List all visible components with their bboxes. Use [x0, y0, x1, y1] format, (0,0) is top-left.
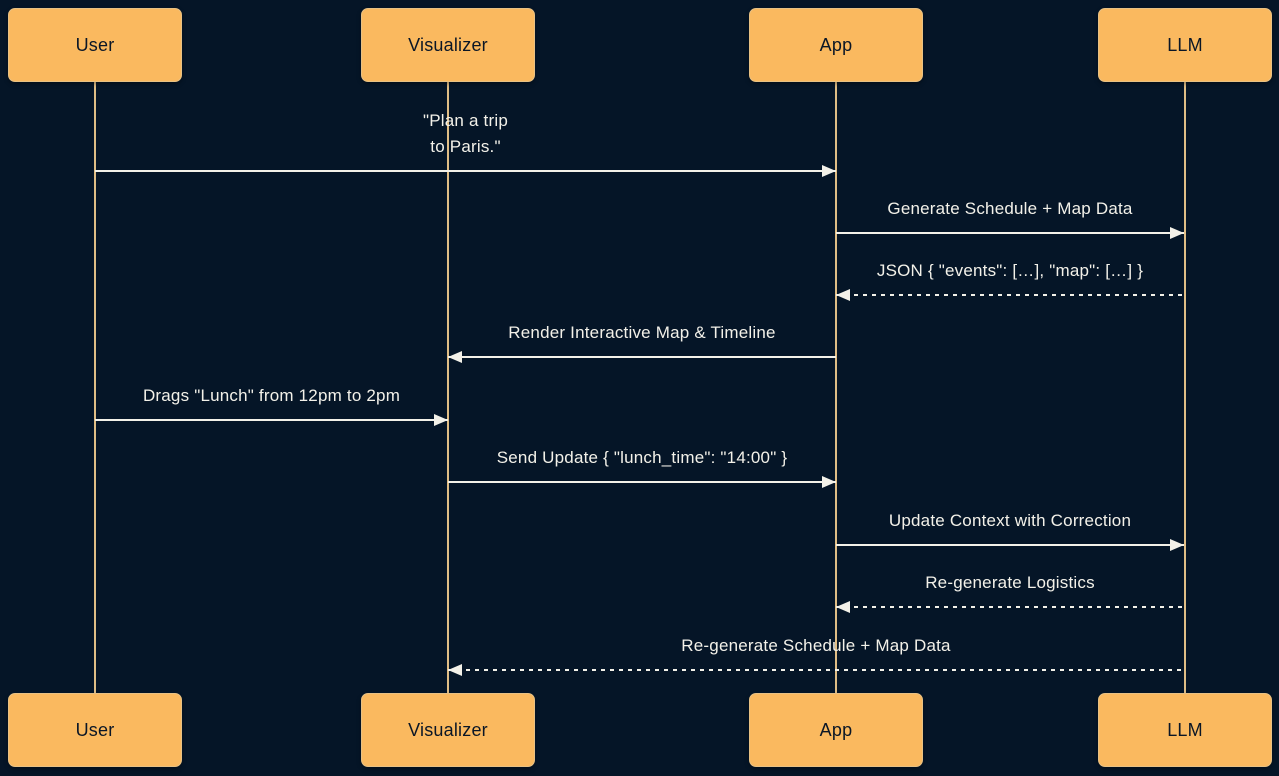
- arrowhead-right-icon: [822, 476, 836, 488]
- lifeline-visualizer: [447, 82, 449, 693]
- actor-box-llm-top: LLM: [1098, 8, 1272, 82]
- message-label: "Plan a trip to Paris.": [423, 111, 508, 156]
- actor-label: Visualizer: [408, 34, 488, 55]
- arrowhead-left-icon: [836, 601, 850, 613]
- lifeline-user: [94, 82, 96, 693]
- message-label: Update Context with Correction: [888, 511, 1132, 530]
- lifeline-llm: [1184, 82, 1186, 693]
- message-line: [448, 356, 836, 358]
- message-label: Re-generate Schedule + Map Data: [681, 636, 951, 655]
- actor-box-app-top: App: [749, 8, 923, 82]
- arrowhead-left-icon: [448, 351, 462, 363]
- actor-box-app-bottom: App: [749, 693, 923, 767]
- arrowhead-right-icon: [822, 165, 836, 177]
- actor-label: App: [819, 34, 853, 55]
- actor-box-llm-bottom: LLM: [1098, 693, 1272, 767]
- actor-label: Visualizer: [408, 719, 488, 740]
- actor-label: User: [75, 719, 115, 740]
- lifeline-app: [835, 82, 837, 693]
- actor-box-visualizer-bottom: Visualizer: [361, 693, 535, 767]
- arrowhead-right-icon: [434, 414, 448, 426]
- actor-box-user-top: User: [8, 8, 182, 82]
- message-label: Render Interactive Map & Timeline: [508, 323, 776, 342]
- message-label: Re-generate Logistics: [925, 573, 1095, 592]
- message-line: [448, 669, 1184, 671]
- message-line: [836, 606, 1184, 608]
- message-line: [448, 481, 836, 483]
- actor-label: LLM: [1167, 719, 1203, 740]
- actor-label: App: [819, 719, 853, 740]
- arrowhead-right-icon: [1170, 539, 1184, 551]
- message-line: [836, 544, 1184, 546]
- actor-label: LLM: [1167, 34, 1203, 55]
- message-line: [95, 170, 836, 172]
- actor-box-user-bottom: User: [8, 693, 182, 767]
- message-line: [836, 232, 1184, 234]
- message-line: [95, 419, 448, 421]
- arrowhead-left-icon: [836, 289, 850, 301]
- message-line: [836, 294, 1184, 296]
- actor-box-visualizer-top: Visualizer: [361, 8, 535, 82]
- actor-label: User: [75, 34, 115, 55]
- arrowhead-left-icon: [448, 664, 462, 676]
- arrowhead-right-icon: [1170, 227, 1184, 239]
- message-label: Generate Schedule + Map Data: [887, 199, 1133, 218]
- message-label: JSON { "events": […], "map": […] }: [876, 261, 1144, 280]
- message-label: Send Update { "lunch_time": "14:00" }: [496, 448, 788, 467]
- message-label: Drags "Lunch" from 12pm to 2pm: [142, 386, 401, 405]
